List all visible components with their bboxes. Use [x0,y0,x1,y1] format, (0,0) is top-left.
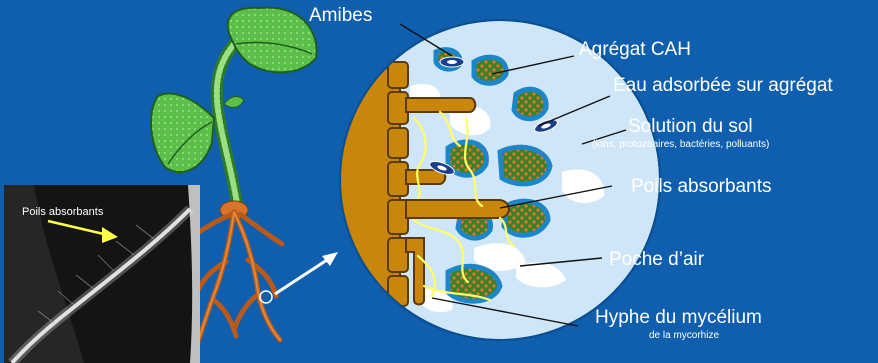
label-eau-adsorbee: Eau adsorbée sur agrégat [613,76,833,95]
label-solution-du-sol: Solution du sol [628,117,753,136]
label-mycorhize: de la mycorhize [649,331,719,341]
label-solution-details: (ions, protozoaires, bactéries, polluant… [592,140,769,150]
root-hair-photo: Poils absorbants [4,185,200,363]
label-poche-air: Poche d’air [609,250,704,269]
soil-zoom-circle [340,20,660,340]
label-agregat: Agrégat CAH [579,40,691,59]
zoom-marker [260,291,272,303]
photo-label: Poils absorbants [22,206,103,218]
label-poils-absorbants: Poils absorbants [631,177,771,196]
label-amibes: Amibes [309,6,372,25]
label-hyphe: Hyphe du mycélium [595,308,762,327]
